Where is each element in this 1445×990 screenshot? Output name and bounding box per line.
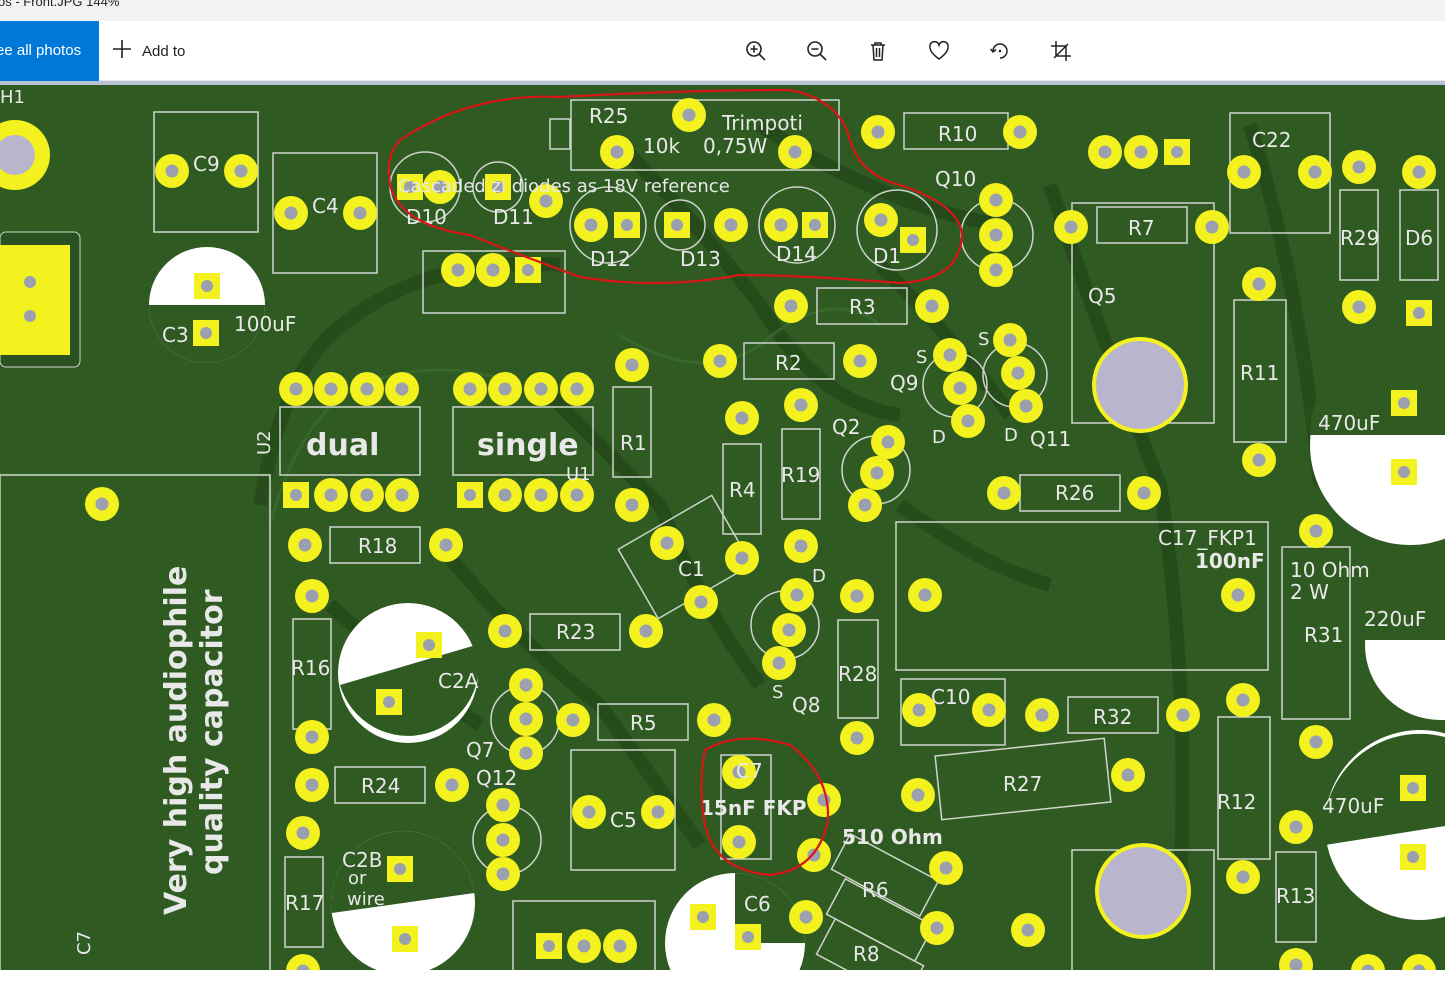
label-q11: Q11 (1030, 427, 1071, 451)
label-c1: C1 (678, 557, 705, 581)
label-r5: R5 (630, 711, 657, 735)
label-r27: R27 (1003, 772, 1042, 796)
label-r12: R12 (1217, 790, 1256, 814)
label-r10: R10 (938, 122, 977, 146)
label-r28: R28 (838, 662, 877, 686)
label-r7: R7 (1128, 216, 1155, 240)
label-or: or (348, 868, 367, 889)
label-d13: D13 (680, 247, 721, 271)
label-r32: R32 (1093, 705, 1132, 729)
rotate-icon[interactable] (982, 33, 1018, 69)
label-10k: 10k (643, 134, 680, 158)
label-15nf-fkp: 15nF FKP (700, 796, 807, 820)
label-s1: S (916, 347, 927, 368)
label-d6: D6 (1405, 226, 1433, 250)
label-d1: D1 (873, 244, 901, 268)
label-r16: R16 (291, 656, 330, 680)
label-r24: R24 (361, 774, 400, 798)
label-cascade: Cascaded zi diodes as 18V reference (398, 176, 730, 197)
label-single: single (477, 428, 579, 463)
zoom-out-icon[interactable] (799, 33, 835, 69)
label-r29: R29 (1340, 226, 1379, 250)
label-c7-ref: C7 (736, 759, 763, 783)
add-to-label: Add to (142, 42, 186, 60)
label-d11: D11 (493, 205, 534, 229)
label-r2: R2 (775, 351, 802, 375)
label-r4: R4 (729, 478, 756, 502)
label-c3-value: 100uF (234, 312, 296, 336)
label-u1: U1 (566, 464, 591, 485)
label-c6: C6 (744, 892, 771, 916)
heart-icon[interactable] (921, 33, 957, 69)
zoom-in-icon[interactable] (738, 33, 774, 69)
label-c7: C7 (74, 931, 95, 955)
label-q2: Q2 (832, 415, 860, 439)
label-cap-line2: quality capacitor (195, 589, 230, 875)
label-c17-value: 100nF (1195, 549, 1265, 573)
label-r6: R6 (862, 878, 889, 902)
label-q7: Q7 (466, 738, 494, 762)
label-u2: U2 (254, 430, 275, 455)
label-c3: C3 (162, 323, 189, 347)
label-r25: R25 (589, 104, 628, 128)
label-2w: 2 W (1290, 580, 1329, 604)
label-c2a: C2A (438, 669, 479, 693)
label-s-pin3: S (772, 682, 783, 703)
label-r13: R13 (1276, 884, 1315, 908)
label-q9: Q9 (890, 371, 918, 395)
label-r23: R23 (556, 620, 595, 644)
label-510-ohm: 510 Ohm (842, 825, 943, 849)
label-c4: C4 (312, 194, 339, 218)
label-r26: R26 (1055, 481, 1094, 505)
label-10-ohm: 10 Ohm (1290, 558, 1370, 582)
label-d10: D10 (406, 205, 447, 229)
label-c22: C22 (1252, 128, 1291, 152)
label-cap-line1: Very high audiophile (159, 566, 194, 915)
crop-icon[interactable] (1043, 33, 1079, 69)
label-c2b: C2B (342, 848, 382, 872)
label-d12: D12 (590, 247, 631, 271)
label-s2: S (978, 329, 989, 350)
label-c5: C5 (610, 808, 637, 832)
label-r17: R17 (285, 891, 324, 915)
label-q12: Q12 (476, 766, 517, 790)
label-220uf: 220uF (1364, 607, 1426, 631)
label-470uf-a: 470uF (1318, 411, 1380, 435)
plus-icon (112, 39, 132, 63)
label-wire: wire (347, 889, 385, 910)
photo-viewer-canvas[interactable]: R25 Trimpoti 10k 0,75W Cascaded zi diode… (0, 81, 1445, 970)
photos-toolbar: ee all photos Add to (0, 21, 1445, 81)
window-title-bar: os - Front.JPG 144% (0, 0, 1445, 21)
label-r18: R18 (358, 534, 397, 558)
label-q10: Q10 (935, 167, 976, 191)
bottom-strip (0, 970, 1445, 990)
delete-icon[interactable] (860, 33, 896, 69)
red-annotation-circles (387, 88, 964, 877)
add-to-button[interactable]: Add to (112, 21, 212, 81)
label-r19: R19 (781, 463, 820, 487)
label-q5: Q5 (1088, 284, 1116, 308)
pcb-photo: R25 Trimpoti 10k 0,75W Cascaded zi diode… (0, 87, 1445, 970)
label-c17: C17_FKP1 (1158, 526, 1257, 550)
see-all-photos-button[interactable]: ee all photos (0, 21, 99, 81)
label-c10: C10 (931, 685, 970, 709)
label-c9: C9 (193, 152, 220, 176)
label-h1: H1 (0, 87, 25, 108)
label-470uf-b: 470uF (1322, 794, 1384, 818)
label-r1: R1 (620, 431, 647, 455)
window-title: os - Front.JPG 144% (0, 0, 120, 9)
label-dual: dual (306, 428, 379, 463)
label-r8: R8 (853, 942, 880, 966)
label-d-pin1: D (932, 427, 946, 448)
label-r11: R11 (1240, 361, 1279, 385)
label-d14: D14 (776, 242, 817, 266)
label-r31: R31 (1304, 623, 1343, 647)
label-trimpoti: Trimpoti (721, 111, 803, 135)
label-q8: Q8 (792, 693, 820, 717)
label-d-pin2: D (1004, 425, 1018, 446)
label-r3: R3 (849, 295, 876, 319)
label-watt: 0,75W (703, 134, 768, 158)
label-d-pin3: D (812, 566, 826, 587)
